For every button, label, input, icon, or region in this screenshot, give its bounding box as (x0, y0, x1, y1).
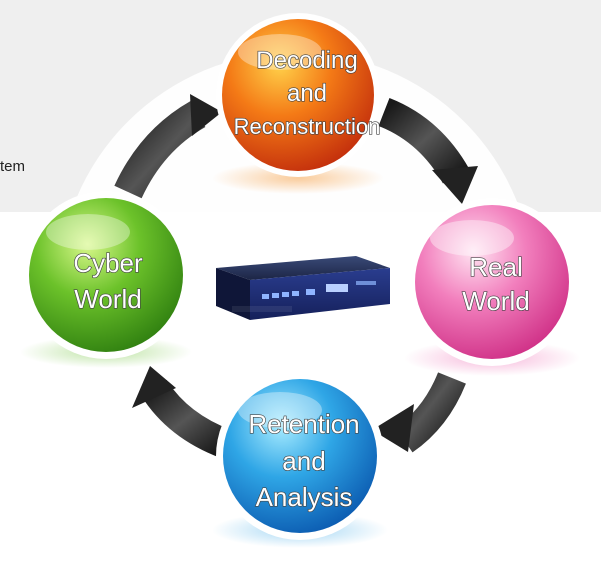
node-label-line: Reconstruction (234, 114, 381, 139)
node-label-line: and (282, 446, 325, 476)
sphere-orange (222, 19, 374, 171)
node-label-line: World (462, 286, 529, 316)
arrow-head-to-decoding (190, 94, 222, 136)
node-cyber-world: Cyber World (20, 191, 192, 368)
node-label-line: World (74, 284, 141, 314)
node-label-line: Analysis (256, 482, 353, 512)
node-retention: Retention and Analysis (212, 372, 388, 548)
arrow-to-decoding (114, 100, 206, 199)
node-label-line: Cyber (73, 248, 143, 278)
node-label-line: Retention (248, 409, 359, 439)
arrow-to-real-world (378, 98, 470, 184)
network-appliance-icon (216, 256, 390, 320)
node-label-line: and (287, 80, 327, 107)
node-shadow (212, 162, 384, 194)
sphere-blue (223, 379, 377, 533)
node-label-line: Real (469, 252, 522, 282)
partial-background-text: tem (0, 158, 26, 175)
cycle-arrow-icon (114, 94, 478, 459)
arrow-head-to-retention (372, 404, 414, 452)
arrow-head-to-cyber-world (132, 366, 176, 408)
node-label-line: Decoding (256, 47, 357, 74)
sphere-pink (415, 205, 569, 359)
node-real-world: Real World (404, 198, 580, 376)
arrow-head-to-real-world (432, 166, 478, 204)
sphere-green (29, 198, 183, 352)
node-decoding: Decoding and Reconstruction (212, 13, 384, 194)
